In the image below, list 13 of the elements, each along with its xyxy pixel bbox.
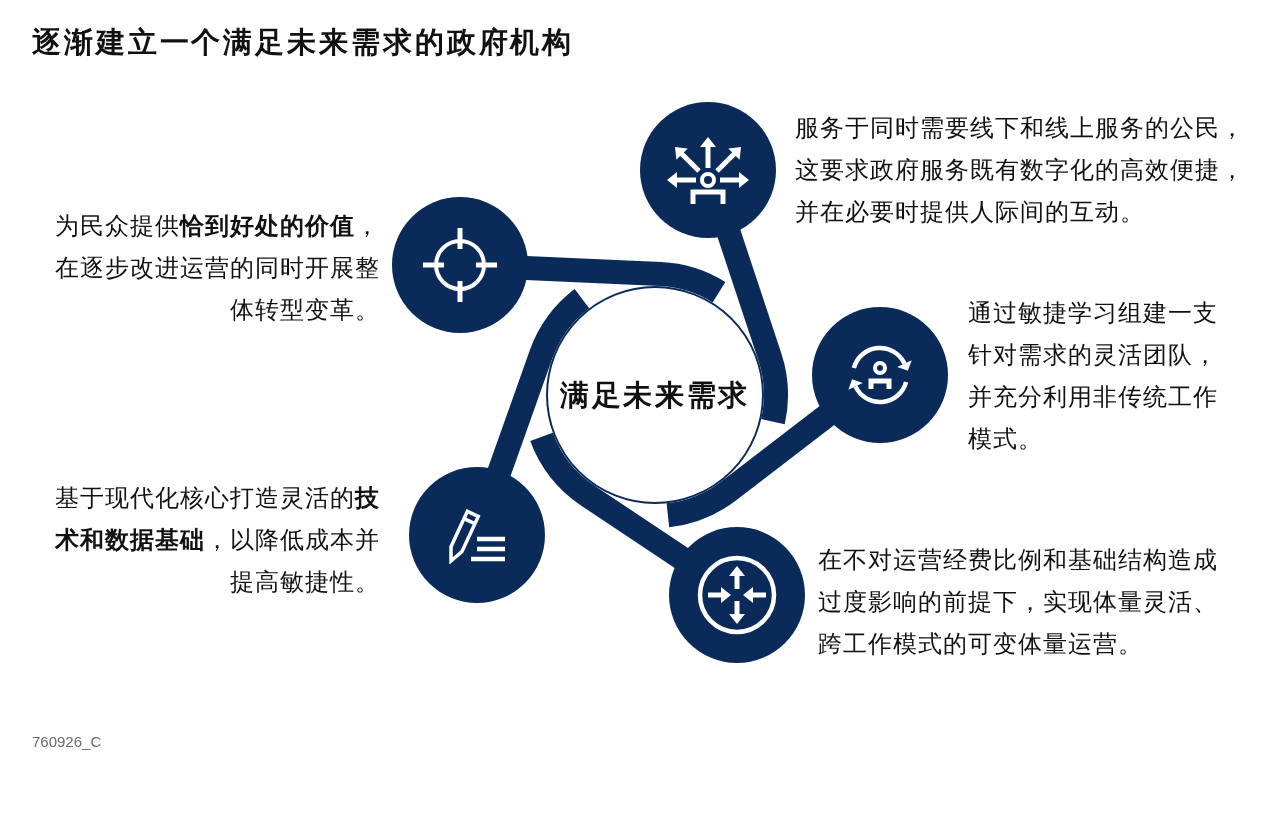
- connector-band: [665, 405, 835, 528]
- hub-label: 满足未来需求: [559, 377, 751, 413]
- description-text: 服务于同时需要线下和线上服务的公民，这要求政府服务既有数字化的高效便捷，并在必要时提供人际间的互动。: [795, 113, 1246, 228]
- description-text: 为民众提供恰到好处的价值，在逐步改进运营的同时开展整体转型变革。: [54, 211, 380, 326]
- connector-band: [487, 289, 590, 477]
- description-text: 基于现代化核心打造灵活的技术和数据基础，以降低成本并提高敏捷性。: [53, 483, 380, 598]
- figure-id: 760926_C: [32, 732, 102, 752]
- connector-band: [525, 256, 725, 303]
- description-text: 在不对运营经费比例和基础结构造成过度影响的前提下，实现体量灵活、跨工作模式的可变体量运营。: [818, 545, 1219, 660]
- connector-band: [717, 228, 788, 424]
- connector-band: [530, 432, 689, 569]
- description-text: 通过敏捷学习组建一支针对需求的灵活团队，并充分利用非传统工作模式。: [968, 298, 1219, 455]
- title: 逐渐建立一个满足未来需求的政府机构: [32, 24, 575, 61]
